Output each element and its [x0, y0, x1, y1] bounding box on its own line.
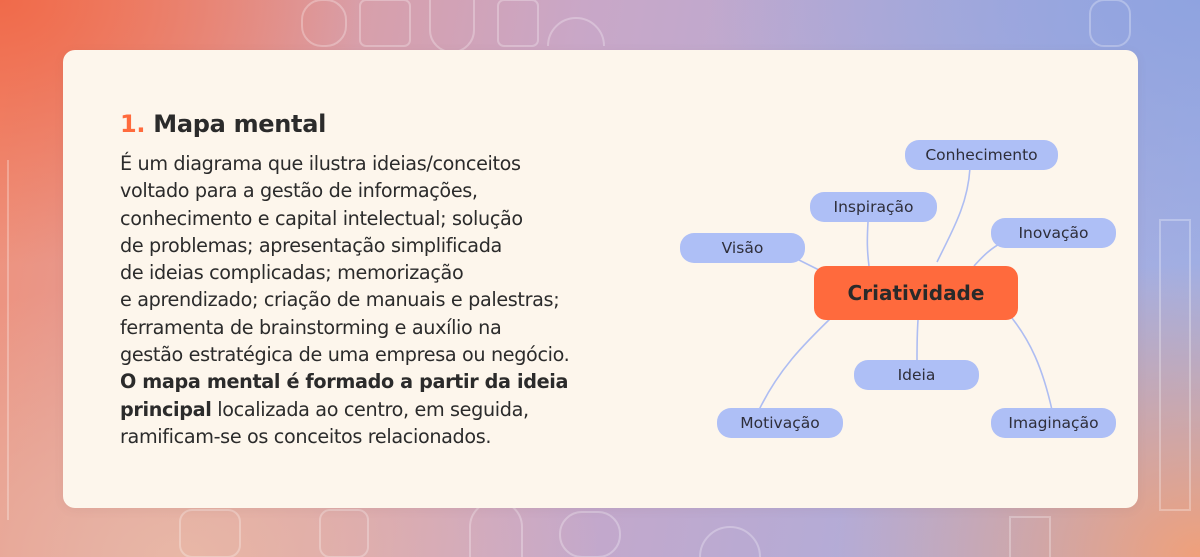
- mind-map-node-conhecimento: Conhecimento: [905, 140, 1058, 170]
- section-title-text: Mapa mental: [153, 110, 327, 138]
- description-bold-text: principal: [120, 397, 212, 421]
- mind-map-node-visao: Visão: [680, 233, 805, 263]
- description-line: de problemas; apresentação simplificada: [120, 233, 502, 257]
- connector-motivacao: [757, 315, 834, 413]
- mind-map-node-inspiracao: Inspiração: [810, 192, 937, 222]
- content-card: 1. Mapa mental É um diagrama que ilustra…: [63, 50, 1138, 508]
- description-text: localizada ao centro, em seguida,: [211, 397, 529, 421]
- description-line: gestão estratégica de uma empresa ou neg…: [120, 343, 570, 367]
- connector-ideia: [916, 319, 919, 361]
- connector-inspiracao: [866, 221, 870, 267]
- description-line: voltado para a gestão de informações,: [120, 179, 478, 203]
- description-line: É um diagrama que ilustra ideias/conceit…: [120, 152, 521, 175]
- description-line: ramificam-se os conceitos relacionados.: [120, 424, 492, 448]
- description-line: de ideias complicadas; memorização: [120, 261, 464, 285]
- mind-map-central-idea: Criatividade: [814, 266, 1018, 320]
- mind-map-node-motivacao: Motivação: [717, 408, 843, 438]
- description-line: e aprendizado; criação de manuais e pale…: [120, 288, 560, 312]
- description-line: conhecimento e capital intelectual; solu…: [120, 206, 523, 230]
- connector-imaginacao: [1006, 311, 1053, 411]
- description-line: ferramenta de brainstorming e auxílio na: [120, 315, 502, 339]
- mind-map-node-imaginacao: Imaginação: [991, 408, 1116, 438]
- mind-map-node-ideia: Ideia: [854, 360, 979, 390]
- description-paragraph: É um diagrama que ilustra ideias/conceit…: [120, 150, 700, 450]
- description-emphasis-line: O mapa mental é formado a partir da idei…: [120, 368, 700, 395]
- description-mixed-line: principal localizada ao centro, em segui…: [120, 396, 700, 423]
- connector-conhecimento: [936, 167, 971, 263]
- section-number: 1.: [120, 110, 146, 138]
- mind-map-connectors: [757, 167, 1053, 413]
- description-bold-text: O mapa mental é formado a partir da idei…: [120, 370, 569, 394]
- connector-visao: [798, 259, 820, 271]
- section-title: 1. Mapa mental: [120, 110, 326, 138]
- mind-map-node-inovacao: Inovação: [991, 218, 1116, 248]
